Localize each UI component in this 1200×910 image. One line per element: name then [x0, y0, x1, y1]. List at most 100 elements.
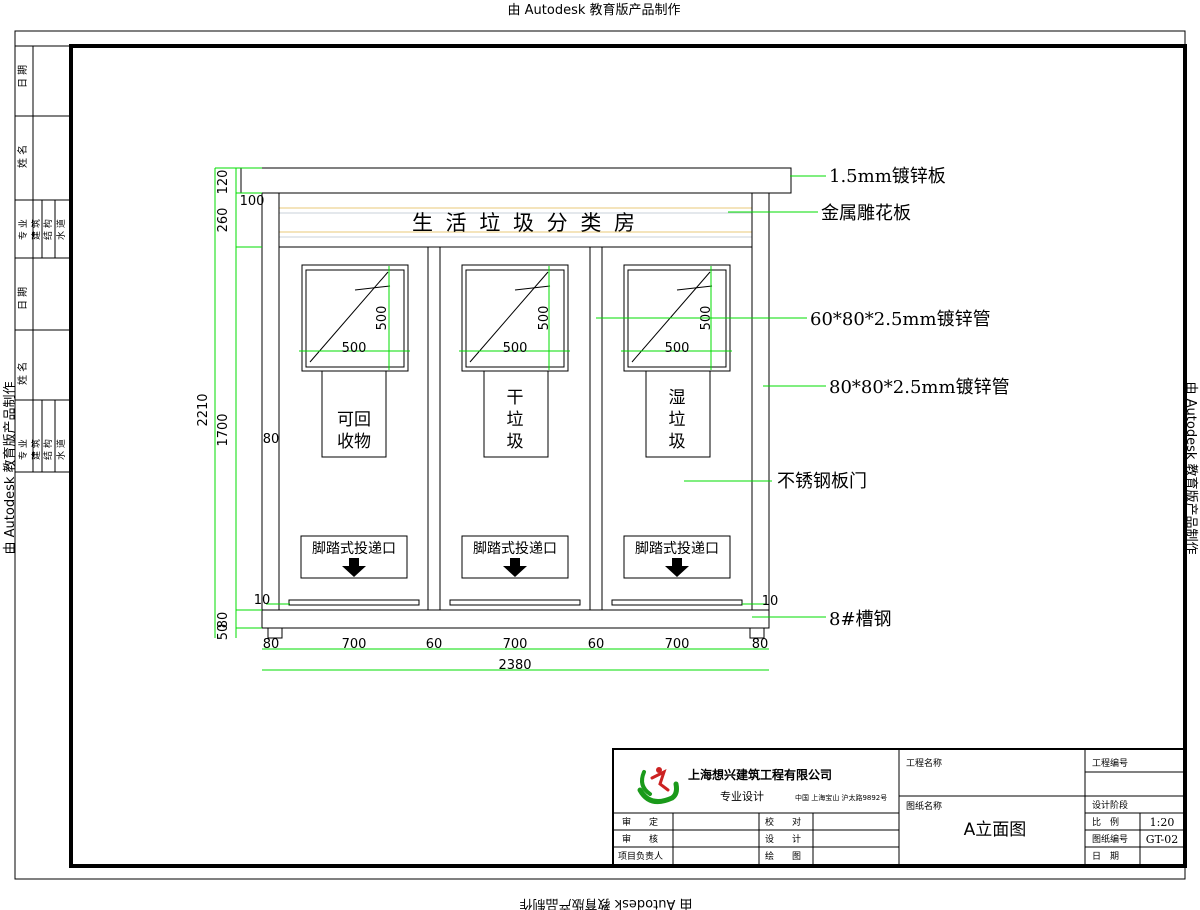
dim-260: 260	[216, 208, 231, 233]
drawing-no-label: 图纸编号	[1092, 833, 1128, 845]
strip-label-name-b: 姓 名	[16, 362, 29, 385]
bin-1-label-line-2: 收物	[337, 432, 371, 452]
bin-3-width-dim: 500	[665, 341, 690, 356]
dim-h-60-2: 60	[588, 637, 605, 652]
bin-3-arrow-down-icon	[665, 558, 689, 577]
dim-10-left: 10	[254, 593, 271, 608]
bin-1-width-dim: 500	[342, 341, 367, 356]
bin-2-label-line-1: 干	[507, 388, 524, 408]
dim-1700: 1700	[216, 413, 231, 446]
bin-1-pedal-label: 脚踏式投递口	[312, 541, 396, 557]
row-design: 设 计	[765, 833, 801, 845]
bin-1-window-diag	[309, 271, 389, 363]
bin-1-window-inner	[305, 269, 405, 368]
company-logo	[637, 767, 679, 805]
callout-channel-steel: 8#槽钢	[829, 609, 892, 630]
company-name: 上海想兴建筑工程有限公司	[688, 767, 832, 782]
stage-label: 设计阶段	[1092, 799, 1128, 811]
strip-label-date-a: 日 期	[17, 65, 29, 88]
row-project-lead: 项目负责人	[618, 850, 663, 862]
strip-label-name-a: 姓 名	[16, 145, 29, 168]
strip-label-date-b: 日 期	[17, 287, 29, 310]
bin-3-label-line-3: 圾	[669, 432, 686, 452]
bin-2-label-panel	[483, 370, 549, 458]
elevation-drawing	[240, 167, 792, 639]
column-mid-1	[427, 246, 441, 611]
bin-2-pedal-label: 脚踏式投递口	[473, 541, 557, 557]
bin-3-drip-slot	[611, 599, 743, 606]
roof-slab	[240, 167, 792, 194]
dim-2210: 2210	[196, 393, 211, 426]
foot-left	[267, 627, 283, 639]
drawing-name-label: 图纸名称	[906, 800, 942, 812]
drawing-name: A立面图	[964, 820, 1027, 840]
callout-60x80-pipe: 60*80*2.5mm镀锌管	[810, 309, 991, 330]
dim-total-2380: 2380	[498, 658, 531, 673]
column-left	[261, 192, 280, 611]
bin-2-arrow-down-icon	[503, 558, 527, 577]
strip-label-water-a: 水 道	[55, 219, 67, 240]
dimension-lines	[214, 167, 826, 671]
bin-1-label-panel	[321, 370, 387, 458]
bin-2-drip-slot	[449, 599, 581, 606]
scale-label: 比 例	[1092, 816, 1119, 828]
strip-label-struct-b: 结 构	[42, 439, 54, 460]
dim-80-base: 80	[216, 612, 231, 629]
bin-2-height-dim: 500	[537, 306, 552, 331]
bin-3-pedal-label: 脚踏式投递口	[635, 541, 719, 557]
dim-80-left: 80	[263, 432, 280, 447]
dim-50: 50	[216, 624, 231, 641]
project-name-label: 工程名称	[906, 757, 942, 769]
title-block	[612, 748, 1186, 867]
bin-2-width-dim: 500	[503, 341, 528, 356]
dim-100: 100	[240, 194, 265, 209]
strip-label-major-a: 专 业	[17, 219, 29, 240]
drawing-no-value: GT-02	[1146, 833, 1178, 846]
signature-strip: 日 期 姓 名 专 业 建 筑 结 构 水 道 日 期 姓 名 专 业 建 筑 …	[15, 45, 71, 473]
bin-1-height-dim: 500	[375, 306, 390, 331]
channel-base	[261, 609, 770, 629]
bin-2-label-line-3: 圾	[507, 432, 524, 452]
bin-1-drip-slot	[288, 599, 420, 606]
row-draw: 绘 图	[765, 850, 801, 862]
bin-1-label-line-1: 可回	[337, 410, 371, 430]
strip-label-arch-b: 建 筑	[30, 439, 42, 460]
dim-10-right: 10	[762, 594, 779, 609]
outer-border	[14, 30, 1186, 880]
dim-h-80-left: 80	[263, 637, 280, 652]
callout-80x80-pipe: 80*80*2.5mm镀锌管	[829, 377, 1010, 398]
column-right	[751, 192, 770, 611]
bin-3-label-line-1: 湿	[669, 388, 686, 408]
callout-roof-plate: 1.5mm镀锌板	[829, 166, 946, 187]
bin-1: 500 500 可回 收物 脚踏式投递口	[288, 264, 420, 606]
row-review: 审 核	[622, 833, 658, 845]
watermark-top: 由 Autodesk 教育版产品制作	[508, 2, 681, 18]
callout-stainless-door: 不锈钢板门	[777, 471, 867, 492]
dim-h-700-1: 700	[342, 637, 367, 652]
bin-2-label-line-2: 垃	[507, 410, 524, 430]
project-no-label: 工程编号	[1092, 757, 1128, 769]
dim-h-700-3: 700	[665, 637, 690, 652]
dim-h-80-right: 80	[752, 637, 769, 652]
dim-120: 120	[216, 170, 231, 195]
strip-label-major-b: 专 业	[17, 439, 29, 460]
bin-2-pedal-box	[461, 535, 569, 579]
callouts: 1.5mm镀锌板 金属雕花板 60*80*2.5mm镀锌管 80*80*2.5m…	[777, 166, 1010, 630]
date-label: 日 期	[1092, 851, 1119, 862]
bin-2-window-inner	[465, 269, 565, 368]
foot-right	[749, 627, 765, 639]
dimension-texts: 120 100 260 2210 1700 80 10 10 50 80 80 …	[196, 170, 778, 673]
row-check: 校 对	[765, 816, 801, 828]
roof-title: 生 活 垃 圾 分 类 房	[412, 211, 638, 235]
row-approve: 审 定	[622, 816, 658, 828]
callout-carved-panel: 金属雕花板	[821, 203, 911, 224]
bin-1-pedal-box	[300, 535, 408, 579]
bin-3-label-panel	[645, 370, 711, 458]
drawing-frame	[69, 44, 1187, 868]
bin-1-arrow-down-icon	[342, 558, 366, 577]
strip-label-arch-a: 建 筑	[30, 219, 42, 240]
watermark-bottom: 由 Autodesk 教育版产品制作	[520, 896, 693, 910]
bin-3-pedal-box	[623, 535, 731, 579]
dim-h-700-2: 700	[503, 637, 528, 652]
